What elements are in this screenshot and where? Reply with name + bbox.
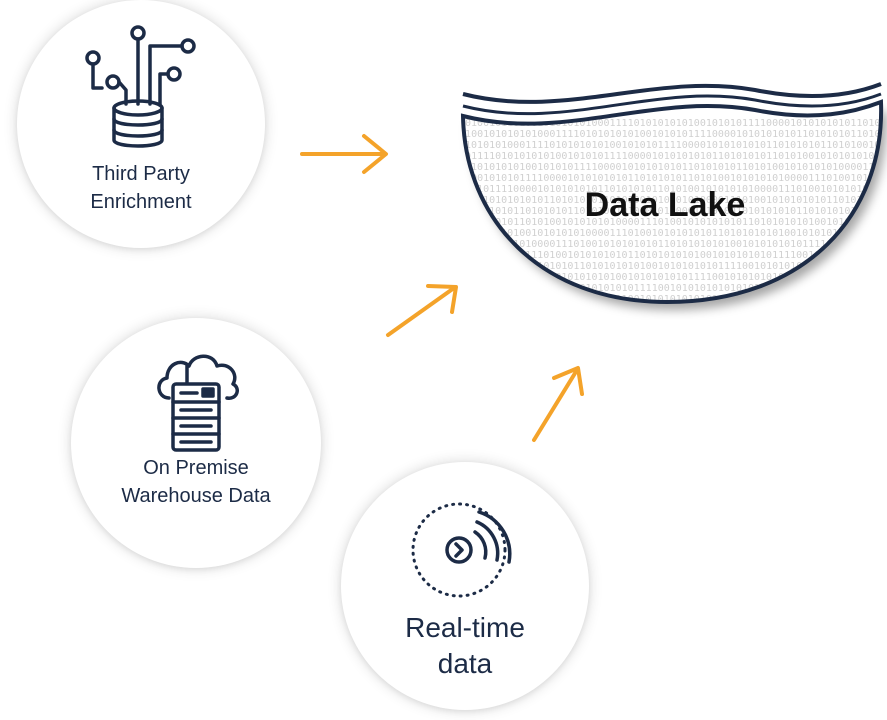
binary-row: 0101010101101010101101010010101010100001… — [459, 206, 887, 217]
binary-row: 0101010110101010101001010101010111100101… — [455, 283, 887, 294]
on-premise-label-line-1: On Premise — [143, 457, 249, 479]
third-party-label-line-1: Third Party — [92, 163, 190, 185]
source-on-premise-warehouse: On Premise Warehouse Data — [71, 318, 321, 568]
arrow-third-party-to-lake — [300, 134, 388, 174]
binary-row: 1100001010101010110101010110101001010101… — [455, 195, 887, 206]
binary-row: 1000111101010101010010101011110000101010… — [455, 151, 887, 162]
binary-row: 1101010101010010101010101111001010101010… — [459, 294, 887, 305]
on-premise-label-line-2: Warehouse Data — [121, 485, 271, 507]
binary-row: 1010110101001010101010000111010010101010… — [459, 228, 887, 239]
data-lake-title: Data Lake — [584, 186, 746, 224]
arrow-on-premise-to-lake — [386, 284, 458, 337]
source-third-party-enrichment: Third Party Enrichment — [17, 0, 265, 248]
binary-row: 1010101010100101010111100001010101010110… — [459, 162, 887, 173]
binary-row: 0101010100011110101010101001010101111000… — [459, 140, 887, 151]
binary-row: 0100101010101011010101010100101010101011… — [459, 272, 887, 283]
real-time-label-line-1: Real-time — [405, 612, 525, 643]
binary-row: 1010010110100101010101000111101010101010… — [459, 118, 887, 129]
real-time-label-line-2: data — [437, 648, 493, 679]
binary-row: 1011010101011010100101010101000011101001… — [455, 217, 887, 228]
third-party-label: Third Party Enrichment — [17, 160, 265, 216]
data-lake-bowl: 1010010110100101010101000111101010101010… — [455, 82, 887, 316]
binary-row: 1010101000011101001010101010110101010101… — [459, 250, 887, 261]
on-premise-label: On Premise Warehouse Data — [71, 454, 321, 510]
binary-row: 1010100101010101011110010101010101010100… — [455, 305, 887, 316]
cloud-server-icon — [157, 354, 239, 452]
streaming-signal-icon — [411, 502, 512, 598]
binary-row: 0101001010101111000010101010101101010101… — [455, 173, 887, 184]
arrow-real-time-to-lake — [532, 366, 584, 442]
third-party-label-line-2: Enrichment — [90, 191, 192, 213]
binary-row: 1101001010101010001111010101010100101010… — [455, 129, 887, 140]
real-time-label: Real-time data — [341, 610, 589, 682]
database-network-icon — [85, 25, 196, 148]
binary-row: 0101011110000101010101011010101011010100… — [459, 184, 887, 195]
source-real-time-data: Real-time data — [341, 462, 589, 710]
binary-pattern: 1010010110100101010101000111101010101010… — [455, 118, 887, 316]
binary-row: 0000111010010101010101101010101010010101… — [455, 261, 887, 272]
binary-row: 1010010101010100001110100101010101011010… — [455, 239, 887, 250]
